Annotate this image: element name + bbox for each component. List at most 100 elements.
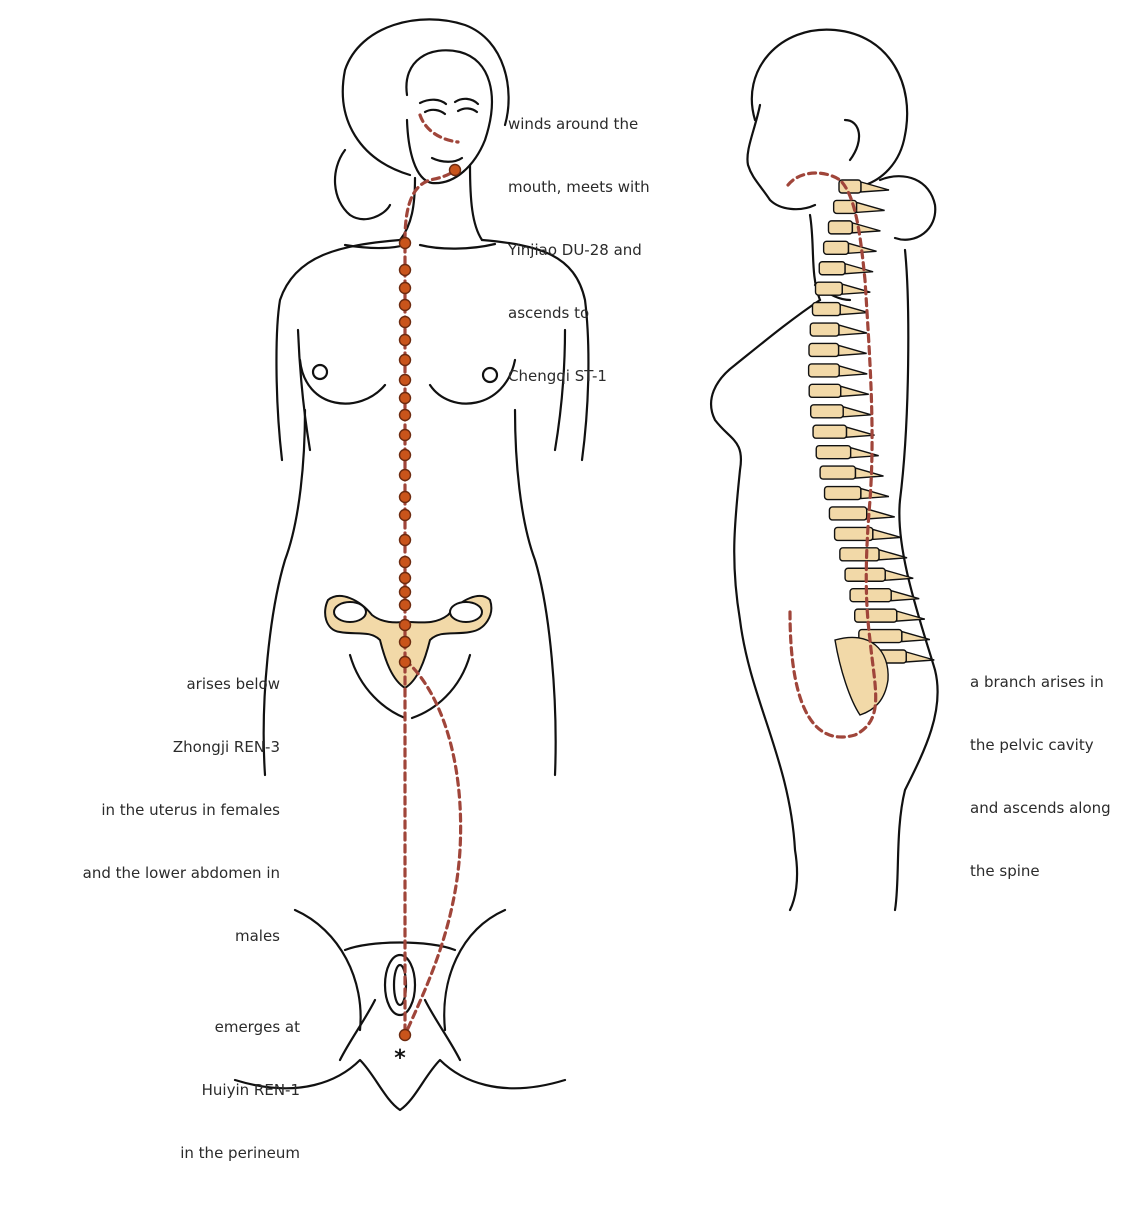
spinous-process (855, 468, 883, 478)
acupoint-dot (400, 470, 411, 481)
label-mouth-line-1: winds around the (508, 114, 650, 135)
label-arises-line-5: males (0, 926, 280, 947)
spinous-process (857, 202, 885, 212)
acupoint-dot (400, 620, 411, 631)
acupoint-dot (400, 335, 411, 346)
front-hair-bun (335, 150, 390, 219)
right-ovary (450, 602, 482, 622)
spinous-process (867, 509, 895, 519)
acupoint-dot (400, 557, 411, 568)
spinous-process (891, 591, 919, 601)
spinous-process (851, 448, 879, 458)
acupoint-dot (400, 573, 411, 584)
spinous-process (841, 386, 869, 396)
acupoint-dot (400, 430, 411, 441)
vertebra (828, 221, 852, 234)
acupoint-dot (400, 657, 411, 668)
side-ear (845, 120, 859, 160)
vertebra (850, 589, 891, 602)
sacrum (835, 637, 888, 715)
diagram-canvas: * winds around the mouth, meets with Yin… (0, 0, 1136, 1124)
perineum-top (345, 943, 455, 951)
vertebra (855, 609, 897, 622)
acupoint-dot (400, 587, 411, 598)
vertebra (809, 364, 840, 377)
spinous-process (847, 427, 875, 437)
acupoint-dot (400, 283, 411, 294)
acupoint-dot (400, 265, 411, 276)
front-left-shoulder (276, 240, 400, 460)
label-arises-line-3: in the uterus in females (0, 800, 280, 821)
front-brows (420, 99, 478, 104)
vertebra (811, 405, 844, 418)
label-mouth-line-4: ascends to (508, 303, 650, 324)
label-branch-line-4: the spine (970, 861, 1111, 882)
front-mouth (432, 158, 462, 162)
acupoint-dot (400, 410, 411, 421)
label-branch: a branch arises in the pelvic cavity and… (970, 630, 1111, 924)
label-arises: arises below Zhongji REN-3 in the uterus… (0, 632, 280, 989)
label-mouth: winds around the mouth, meets with Yinji… (508, 72, 650, 429)
label-emerges: emerges at Huiyin REN-1 in the perineum (80, 975, 300, 1206)
side-face (747, 105, 815, 209)
vertebra (809, 343, 839, 356)
spinous-process (861, 182, 889, 192)
front-neck (400, 165, 482, 240)
side-front-contour (711, 300, 820, 910)
acupoint-dot (400, 535, 411, 546)
front-right-breast (430, 360, 515, 404)
huiyin-star-mark: * (394, 1046, 406, 1071)
vertebra (820, 466, 855, 479)
acupoint-dot (400, 510, 411, 521)
vertebra (819, 262, 845, 275)
label-arises-line-2: Zhongji REN-3 (0, 737, 280, 758)
ren-perineum-branch (405, 660, 461, 1035)
vertebra (816, 446, 850, 459)
label-emerges-line-3: in the perineum (80, 1143, 300, 1164)
front-eyes (425, 108, 477, 114)
spinous-process (843, 407, 871, 417)
label-arises-line-4: and the lower abdomen in (0, 863, 280, 884)
side-hair (752, 30, 907, 185)
spinous-process (861, 489, 889, 499)
label-mouth-line-2: mouth, meets with (508, 177, 650, 198)
label-arises-line-1: arises below (0, 674, 280, 695)
front-right-side (515, 410, 556, 775)
acupoint-dot (400, 317, 411, 328)
spinous-process (873, 529, 901, 539)
spinous-process (839, 366, 867, 376)
vertebra (809, 384, 841, 397)
vertebra (840, 548, 879, 561)
left-ovary (334, 602, 366, 622)
perineum-thighs (295, 910, 505, 1030)
front-left-breast (300, 360, 385, 404)
acupoint-dot (400, 1030, 411, 1041)
spinous-process (839, 345, 867, 355)
side-back-contour (895, 500, 938, 910)
acupoint-dot (400, 600, 411, 611)
spinous-process (840, 305, 868, 315)
spinous-process (852, 223, 880, 233)
acupoint-dot (400, 450, 411, 461)
spinous-process (885, 570, 913, 580)
vertebra (812, 303, 840, 316)
label-branch-line-2: the pelvic cavity (970, 735, 1111, 756)
label-emerges-line-2: Huiyin REN-1 (80, 1080, 300, 1101)
vertebra (810, 323, 839, 336)
acupoint-dot (400, 637, 411, 648)
label-mouth-line-3: Yinjiao DU-28 and (508, 240, 650, 261)
label-mouth-line-5: Chengqi ST-1 (508, 366, 650, 387)
spinous-process (845, 264, 873, 274)
side-bun (880, 176, 935, 240)
label-emerges-line-1: emerges at (80, 1017, 300, 1038)
spinous-process (839, 325, 867, 335)
label-branch-line-3: and ascends along (970, 798, 1111, 819)
acupoint-dot (400, 393, 411, 404)
front-hair (343, 19, 509, 175)
acupoint-dot (450, 165, 461, 176)
acupoint-dot (400, 355, 411, 366)
vertebra (825, 487, 861, 500)
vertebra (824, 241, 849, 254)
front-right-nipple (483, 368, 497, 382)
vertebra (813, 425, 846, 438)
